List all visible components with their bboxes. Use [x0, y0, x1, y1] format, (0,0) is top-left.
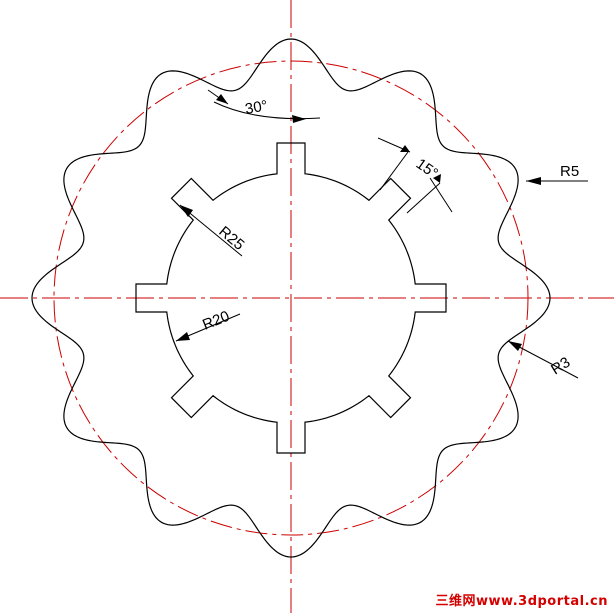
radius-5-label: R5 [560, 163, 579, 180]
angle-30-dimension: 30° [207, 89, 321, 123]
radius-20-dimension: R20 [175, 308, 241, 342]
angle-15-dimension: 15° [377, 137, 453, 214]
radius-20-label: R20 [200, 308, 232, 334]
pitch-circle [53, 60, 529, 536]
watermark-text: 三维网www.3dportal.cn [435, 594, 608, 609]
angle-30-label: 30° [244, 97, 269, 118]
radius-5-dimension: R5 [526, 163, 588, 185]
inner-spline-profile [135, 142, 447, 454]
radius-25-label: R25 [215, 223, 247, 254]
outer-gear-profile [31, 38, 551, 558]
radius-3-dimension: R3 [507, 340, 579, 379]
radius-25-dimension: R25 [179, 204, 247, 257]
radius-3-label: R3 [548, 354, 573, 379]
